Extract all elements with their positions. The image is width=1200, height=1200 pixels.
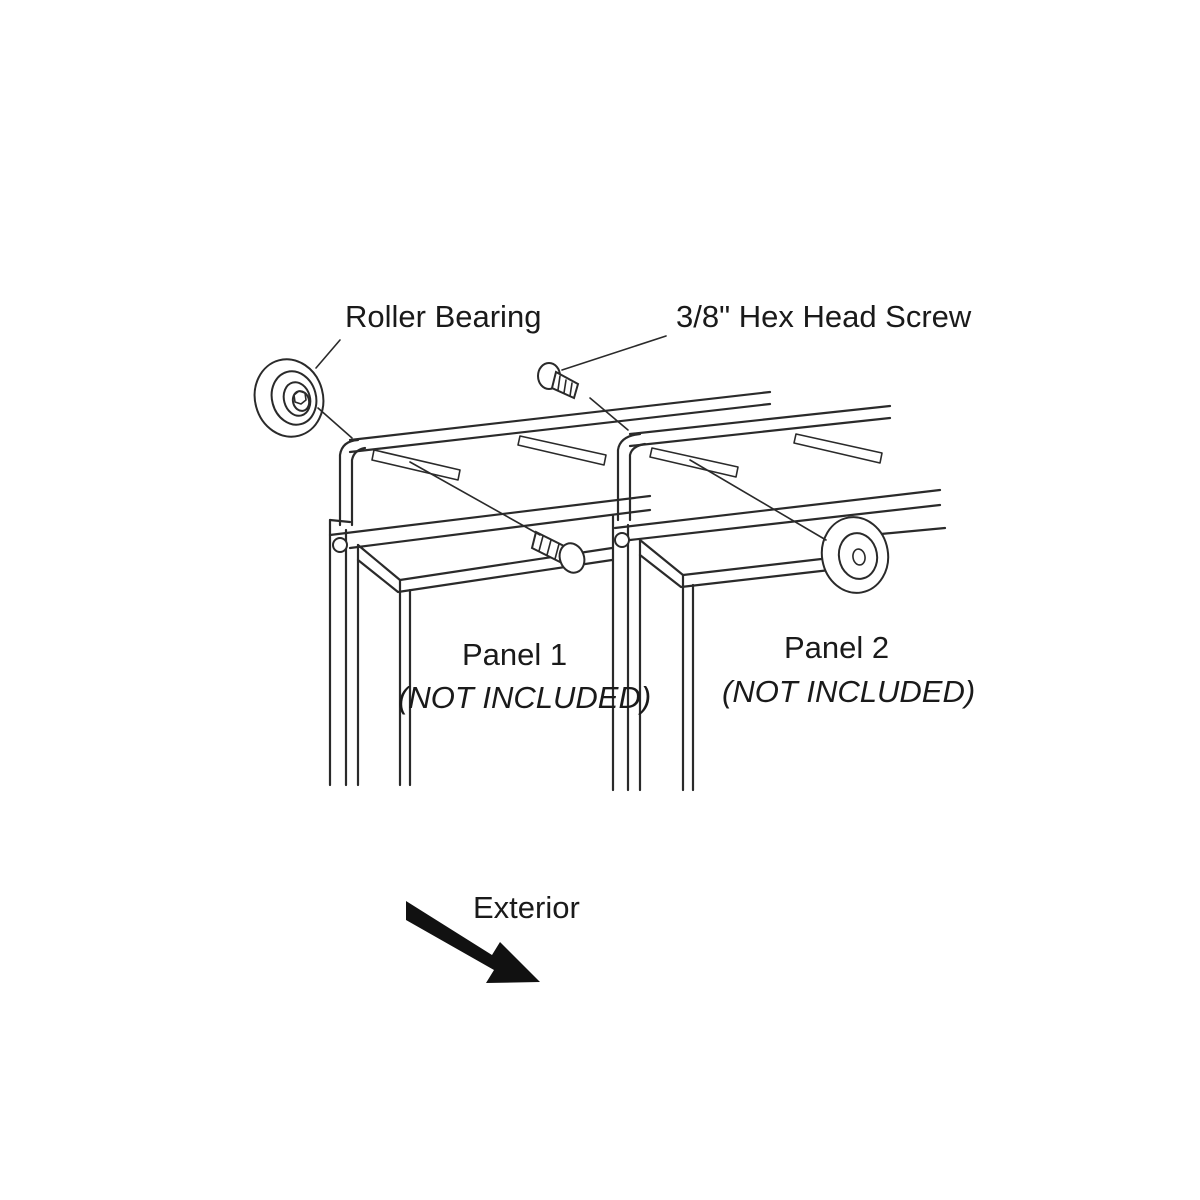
leader-lines bbox=[315, 335, 827, 541]
roller-bearing-icon bbox=[253, 358, 325, 438]
arrow-down-right-icon bbox=[406, 901, 540, 983]
rail-slots bbox=[371, 433, 883, 481]
label-roller-bearing: Roller Bearing bbox=[345, 299, 541, 334]
label-hex-head-screw: 3/8" Hex Head Screw bbox=[676, 299, 972, 334]
label-panel-2: Panel 2 bbox=[784, 630, 889, 665]
bearing-guide-line bbox=[317, 407, 353, 439]
label-panel-1: Panel 1 bbox=[462, 637, 567, 672]
mounted-roller-bearing-icon bbox=[820, 516, 890, 594]
label-panel-2-note: (NOT INCLUDED) bbox=[722, 674, 975, 709]
bracket-1 bbox=[338, 438, 367, 527]
hex-screw-mid-icon bbox=[530, 530, 586, 574]
leader-roller-bearing bbox=[315, 339, 341, 369]
top-rail-front bbox=[328, 488, 947, 550]
leader-hex-screw bbox=[561, 335, 667, 371]
label-exterior: Exterior bbox=[473, 890, 580, 925]
label-panel-1-note: (NOT INCLUDED) bbox=[398, 680, 651, 715]
bracket-2 bbox=[616, 432, 647, 522]
top-rail-back bbox=[348, 390, 892, 454]
panel-1-frame bbox=[328, 518, 614, 787]
leader-mounted-bearing bbox=[689, 459, 827, 541]
hex-screw-top-icon bbox=[537, 362, 580, 400]
screw-top-guide-line bbox=[589, 397, 629, 431]
leader-mid-screw bbox=[409, 461, 541, 536]
panel-2-frame bbox=[611, 513, 832, 792]
